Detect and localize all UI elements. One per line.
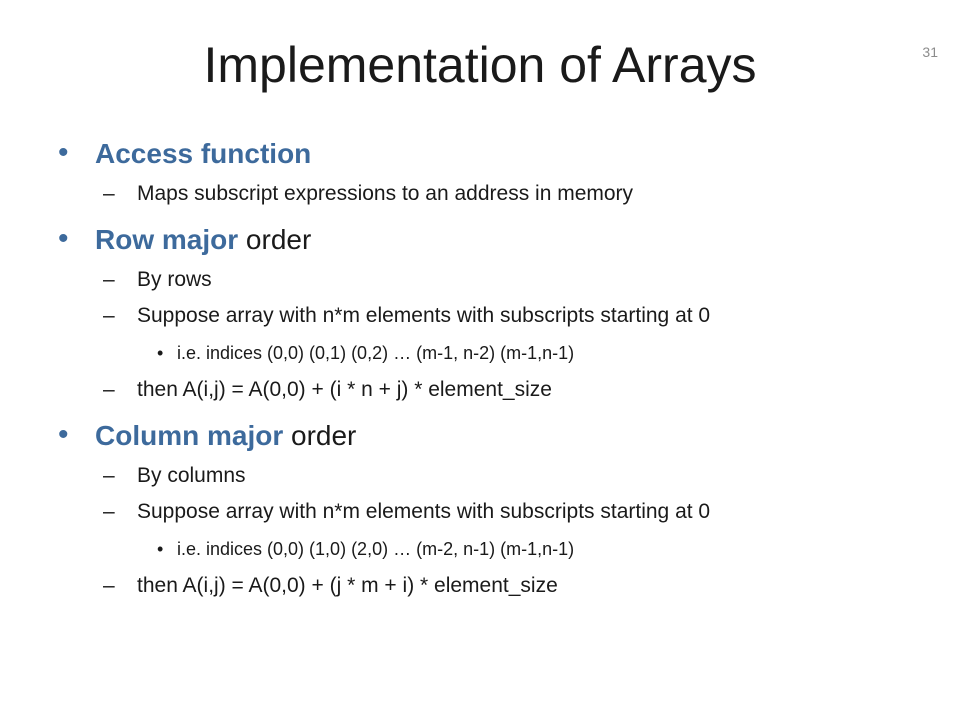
sub-bullet-text: Suppose array with n*m elements with sub… <box>137 304 711 327</box>
bullet-marker: • <box>157 539 164 559</box>
sub-bullet-text: then A(i,j) = A(0,0) + (j * m + i) * ele… <box>137 574 558 597</box>
bullet-marker: • <box>58 136 69 169</box>
dash-marker: – <box>103 304 115 327</box>
sub-sub-bullet-text: i.e. indices (0,0) (1,0) (2,0) … (m-2, n… <box>177 539 575 559</box>
bullet-marker: • <box>157 343 164 363</box>
bullet-heading-rest: order <box>238 224 312 255</box>
bullet-heading: Row major <box>95 224 239 255</box>
slide-number: 31 <box>922 44 938 60</box>
dash-marker: – <box>103 182 115 205</box>
bullet-marker: • <box>58 418 69 451</box>
sub-bullet-text: then A(i,j) = A(0,0) + (i * n + j) * ele… <box>137 378 552 401</box>
slide-title: Implementation of Arrays <box>203 37 757 93</box>
dash-marker: – <box>103 500 115 523</box>
bullet-marker: • <box>58 222 69 255</box>
bullet-heading-rest: order <box>283 420 357 451</box>
dash-marker: – <box>103 378 115 401</box>
dash-marker: – <box>103 268 115 291</box>
dash-marker: – <box>103 464 115 487</box>
bullet-heading: Access function <box>95 138 312 169</box>
sub-bullet-text: By columns <box>137 464 246 487</box>
bullet-heading: Column major <box>95 420 284 451</box>
sub-bullet-text: By rows <box>137 268 212 291</box>
sub-bullet-text: Suppose array with n*m elements with sub… <box>137 500 711 523</box>
dash-marker: – <box>103 574 115 597</box>
sub-sub-bullet-text: i.e. indices (0,0) (0,1) (0,2) … (m-1, n… <box>177 343 575 363</box>
sub-bullet-text: Maps subscript expressions to an address… <box>137 182 634 205</box>
